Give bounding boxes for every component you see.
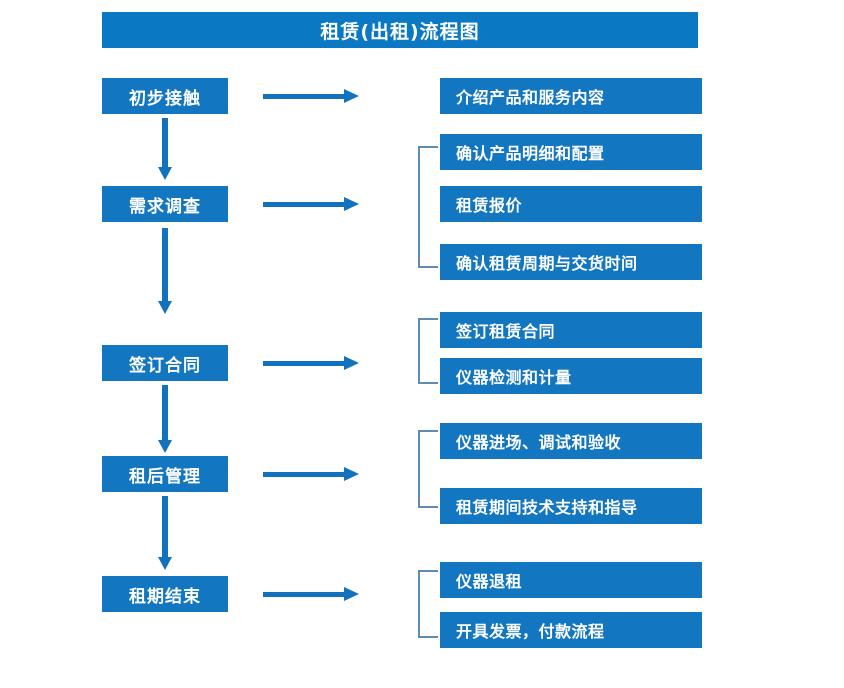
arrow-shaft — [162, 496, 168, 557]
arrow-head — [344, 587, 359, 601]
detail-box-4-2[interactable]: 租赁期间技术支持和指导 — [440, 488, 702, 524]
stage-box-2[interactable]: 需求调查 — [102, 186, 228, 222]
detail-box-2-1[interactable]: 确认产品明细和配置 — [440, 134, 702, 170]
arrow-head — [344, 356, 359, 370]
detail-box-3-1[interactable]: 签订租赁合同 — [440, 312, 702, 348]
arrow-head — [158, 301, 172, 314]
right-arrow-icon-3 — [263, 356, 359, 370]
detail-box-2-2[interactable]: 租赁报价 — [440, 186, 702, 222]
stage-box-1[interactable]: 初步接触 — [102, 78, 228, 114]
arrow-shaft — [162, 385, 168, 440]
detail-box-5-1[interactable]: 仪器退租 — [440, 562, 702, 598]
right-arrow-icon-4 — [263, 467, 359, 481]
down-arrow-icon-1 — [158, 118, 172, 180]
group-bracket-icon-4 — [418, 430, 438, 508]
group-bracket-icon-2 — [418, 146, 438, 268]
arrow-head — [158, 167, 172, 180]
detail-box-4-1[interactable]: 仪器进场、调试和验收 — [440, 423, 702, 459]
down-arrow-icon-4 — [158, 496, 172, 570]
group-bracket-icon-3 — [418, 318, 438, 384]
arrow-shaft — [263, 94, 345, 99]
arrow-shaft — [162, 228, 168, 301]
arrow-shaft — [263, 202, 345, 207]
arrow-shaft — [263, 472, 345, 477]
right-arrow-icon-1 — [263, 89, 359, 103]
arrow-head — [158, 557, 172, 570]
arrow-head — [158, 440, 172, 453]
arrow-head — [344, 467, 359, 481]
arrow-head — [344, 197, 359, 211]
detail-box-3-2[interactable]: 仪器检测和计量 — [440, 358, 702, 394]
stage-box-5[interactable]: 租期结束 — [102, 576, 228, 612]
arrow-shaft — [263, 592, 345, 597]
group-bracket-icon-5 — [418, 570, 438, 638]
arrow-shaft — [162, 118, 168, 167]
arrow-shaft — [263, 361, 345, 366]
down-arrow-icon-3 — [158, 385, 172, 453]
stage-box-4[interactable]: 租后管理 — [102, 456, 228, 492]
detail-box-2-3[interactable]: 确认租赁周期与交货时间 — [440, 244, 702, 280]
right-arrow-icon-5 — [263, 587, 359, 601]
arrow-head — [344, 89, 359, 103]
stage-box-3[interactable]: 签订合同 — [102, 345, 228, 381]
right-arrow-icon-2 — [263, 197, 359, 211]
detail-box-5-2[interactable]: 开具发票，付款流程 — [440, 612, 702, 648]
down-arrow-icon-2 — [158, 228, 172, 314]
flowchart-title: 租赁(出租)流程图 — [102, 12, 698, 48]
detail-box-1-1[interactable]: 介绍产品和服务内容 — [440, 78, 702, 114]
